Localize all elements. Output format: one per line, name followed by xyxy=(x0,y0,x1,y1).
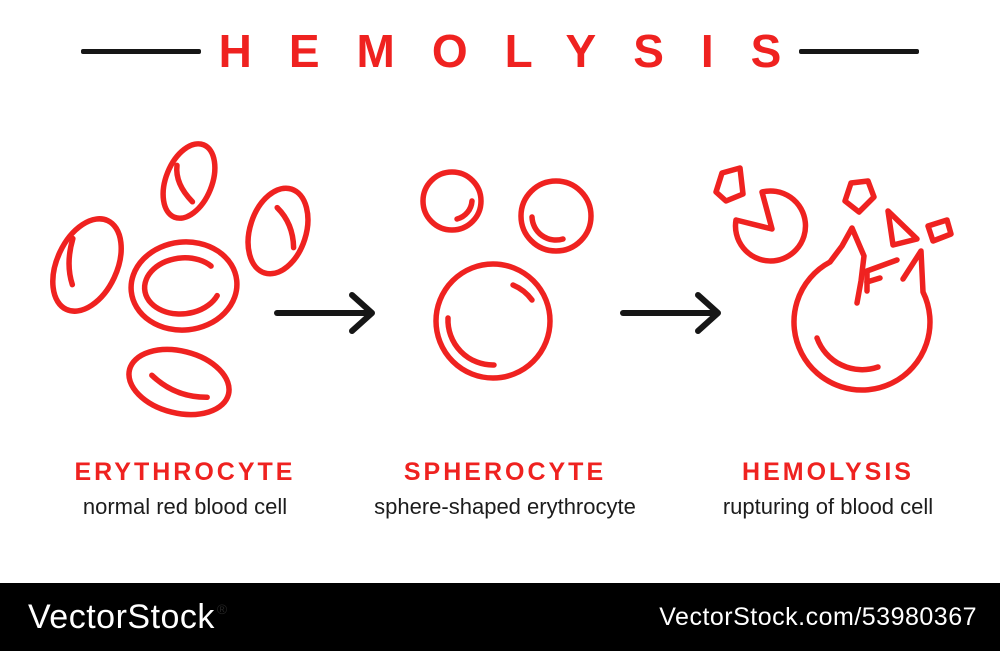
vectorstock-logo: VectorStock® xyxy=(28,598,228,637)
vectorstock-logo-text: VectorStock xyxy=(28,597,215,636)
red-blood-cell-icon xyxy=(128,239,240,333)
spherocyte-cell-icon xyxy=(518,178,594,254)
membrane-crack-icon xyxy=(864,275,883,285)
spherocyte-cells-icon xyxy=(420,169,594,381)
ruptured-membrane-icon xyxy=(791,225,933,393)
red-blood-cell-icon xyxy=(160,141,218,221)
cell-fragment-icon xyxy=(842,178,877,215)
page-title: HEMOLYSIS xyxy=(218,25,819,77)
red-blood-cell-icon xyxy=(126,346,232,418)
stage-label-spherocyte: SPHEROCYTE sphere-shaped erythrocyte xyxy=(335,458,675,520)
red-blood-cell-icon xyxy=(50,216,124,314)
red-blood-cells-icon xyxy=(50,141,311,418)
stage-name: ERYTHROCYTE xyxy=(74,458,296,486)
arrow-right-icon xyxy=(274,292,375,334)
membrane-crack-icon xyxy=(864,257,900,294)
cell-fragment-icon xyxy=(885,208,920,248)
stage-description: sphere-shaped erythrocyte xyxy=(374,494,636,519)
cell-fragment-icon xyxy=(925,217,954,244)
arrow-right-icon xyxy=(620,292,721,334)
title-rule-left xyxy=(80,48,201,54)
registered-mark: ® xyxy=(216,600,228,617)
watermark-bar: VectorStock® VectorStock.com/53980367 xyxy=(0,583,1000,651)
stage-description: rupturing of blood cell xyxy=(722,494,934,519)
title-rule-right xyxy=(799,48,920,54)
stage-description: normal red blood cell xyxy=(82,494,288,519)
red-blood-cell-icon xyxy=(245,185,311,277)
title-row: HEMOLYSIS xyxy=(0,26,1000,77)
stage-label-erythrocyte: ERYTHROCYTE normal red blood cell xyxy=(15,458,355,520)
spherocyte-cell-icon xyxy=(433,261,553,381)
stage-name: HEMOLYSIS xyxy=(742,458,914,486)
burst-cell-icon xyxy=(732,188,809,264)
cell-highlight-arc xyxy=(814,335,881,373)
spherocyte-cell-icon xyxy=(420,169,484,233)
image-credit: VectorStock.com/53980367 xyxy=(659,602,977,631)
stage-label-hemolysis: HEMOLYSIS rupturing of blood cell xyxy=(658,458,998,520)
cell-fragment-icon xyxy=(713,165,746,204)
stage-name: SPHEROCYTE xyxy=(403,458,607,486)
ruptured-cell-icon xyxy=(713,165,954,393)
